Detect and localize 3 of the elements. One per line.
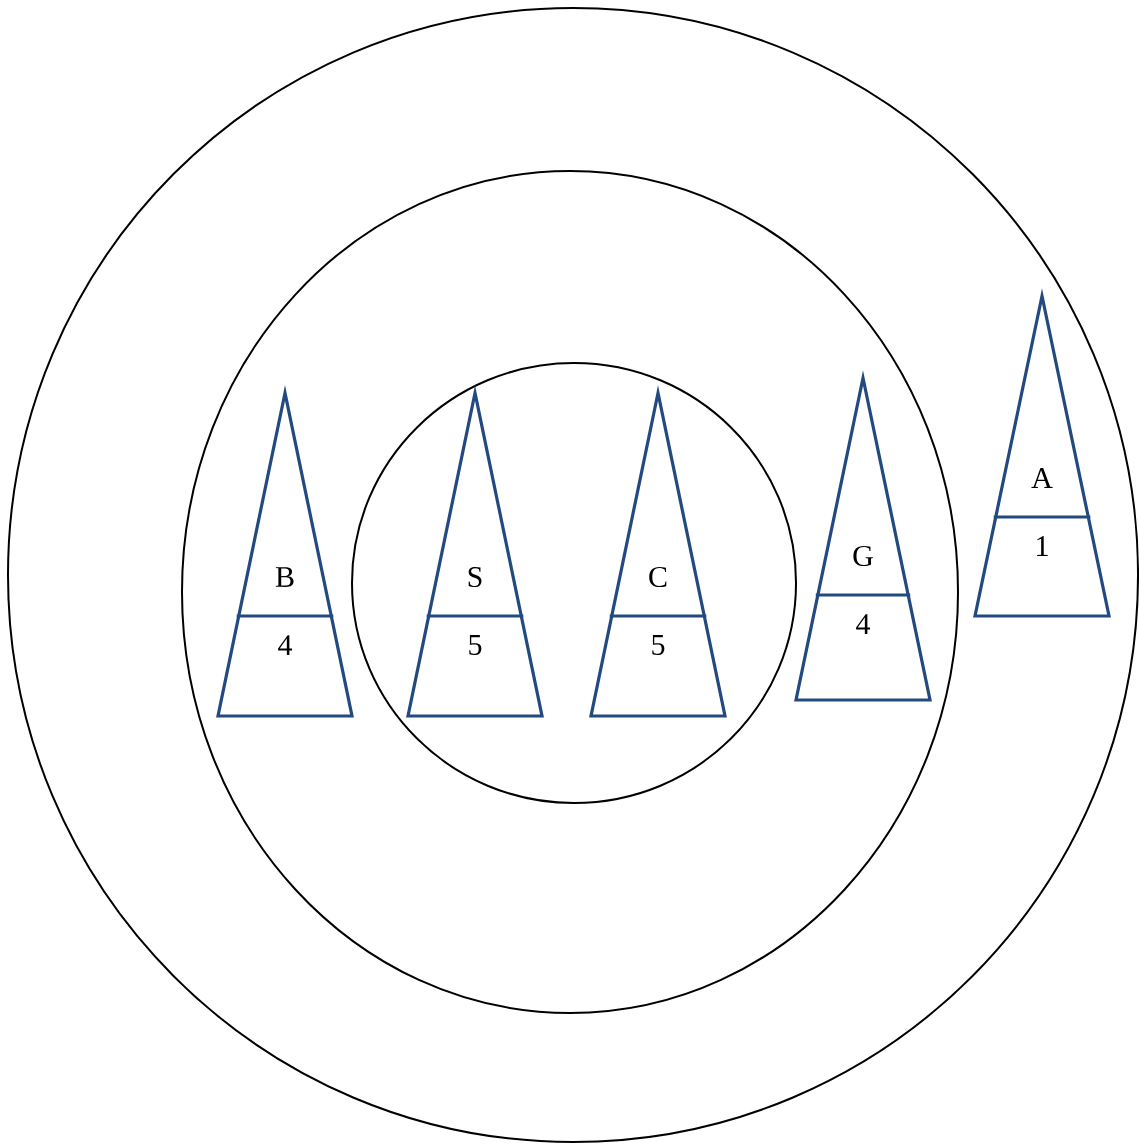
circle-outline [181,170,959,1014]
circle-outline [351,362,797,804]
circle-outline [7,7,1139,1143]
